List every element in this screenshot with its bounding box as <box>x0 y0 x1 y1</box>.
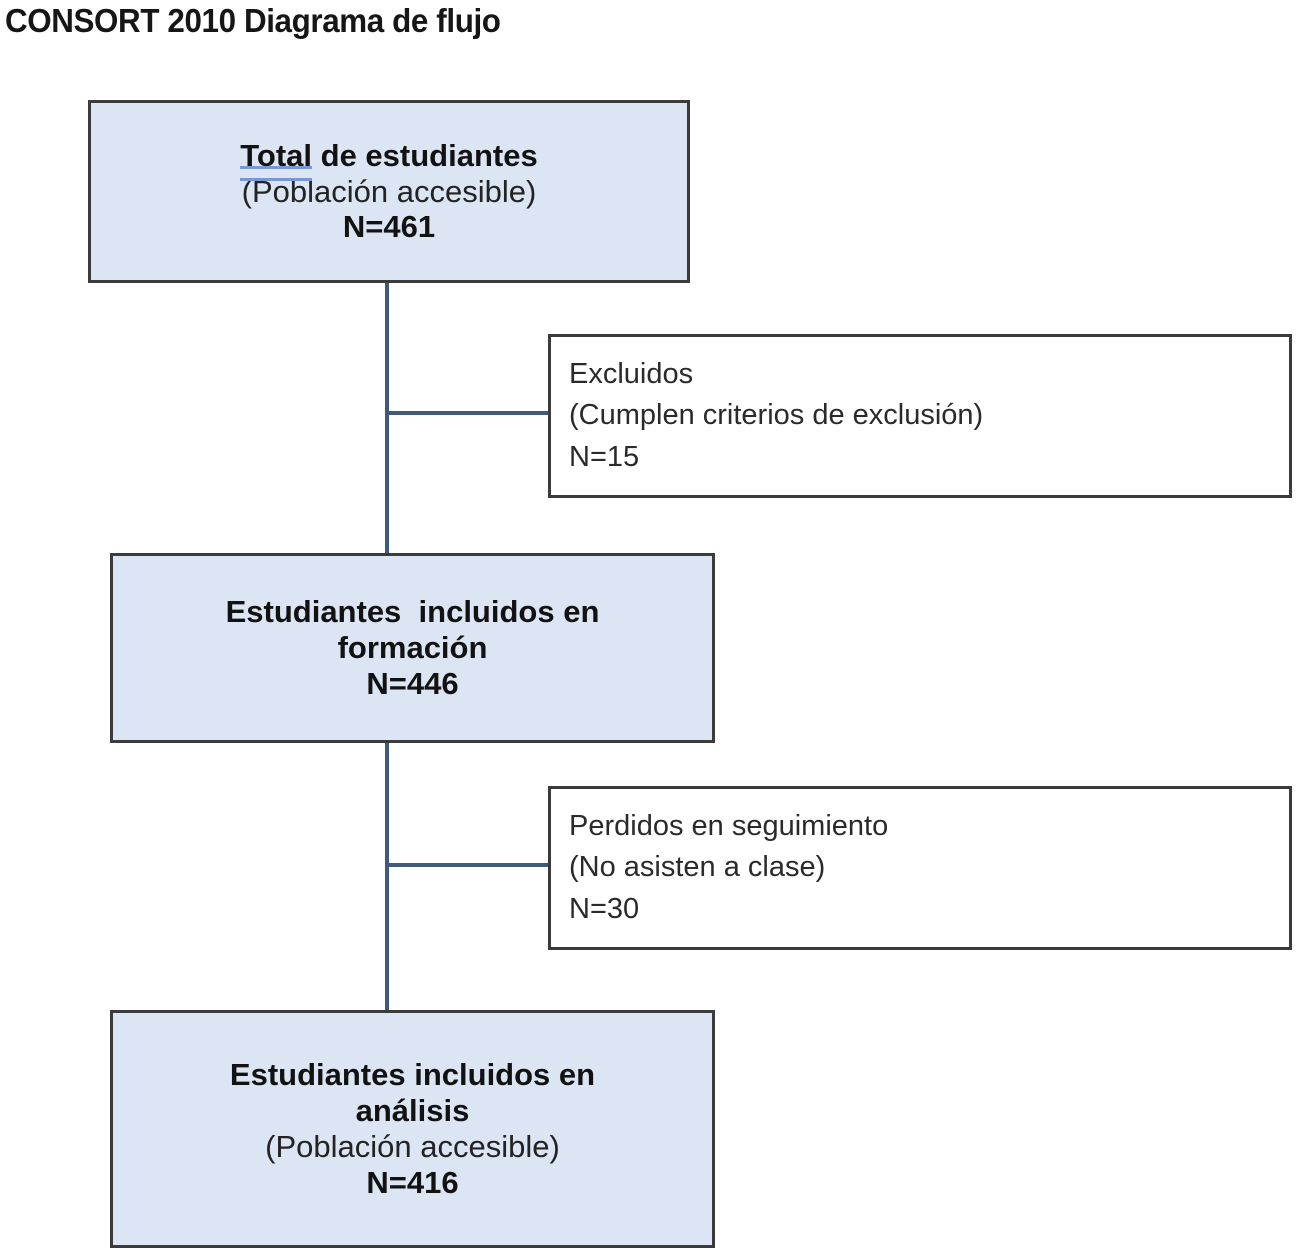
page-title: CONSORT 2010 Diagrama de flujo <box>5 2 501 39</box>
node-analisis-title-line1: Estudiantes incluidos en <box>229 1057 596 1093</box>
node-formacion-title-line1: Estudiantes incluidos en <box>225 594 600 630</box>
node-perdidos-seguimiento: Perdidos en seguimiento (No asisten a cl… <box>548 786 1292 950</box>
node-excluidos-count: N=15 <box>569 440 640 473</box>
node-excluidos-title: Excluidos <box>569 358 694 391</box>
node-formacion: Estudiantes incluidos en formación N=446 <box>110 553 715 743</box>
node-perdidos-count: N=30 <box>569 892 640 925</box>
node-total-title-line: Total de estudiantes <box>240 137 538 181</box>
grammar-underline-total: Total <box>240 137 313 181</box>
node-total-estudiantes: Total de estudiantes (Población accesibl… <box>88 100 690 283</box>
node-total-count: N=461 <box>342 209 436 245</box>
node-formacion-count: N=446 <box>366 665 459 701</box>
node-excluidos-sublabel: (Cumplen criterios de exclusión) <box>569 399 984 432</box>
node-analisis-count: N=416 <box>366 1164 459 1200</box>
node-formacion-title-line2: formación <box>337 630 488 666</box>
node-analisis: Estudiantes incluidos en análisis (Pobla… <box>110 1010 715 1248</box>
node-analisis-sublabel: (Población accesible) <box>265 1129 560 1164</box>
node-analisis-title-line2: análisis <box>355 1093 470 1129</box>
node-perdidos-title: Perdidos en seguimiento <box>569 810 889 843</box>
node-perdidos-sublabel: (No asisten a clase) <box>569 851 826 884</box>
node-total-title-suffix: de estudiantes <box>312 137 538 173</box>
node-excluidos: Excluidos (Cumplen criterios de exclusió… <box>548 334 1292 498</box>
